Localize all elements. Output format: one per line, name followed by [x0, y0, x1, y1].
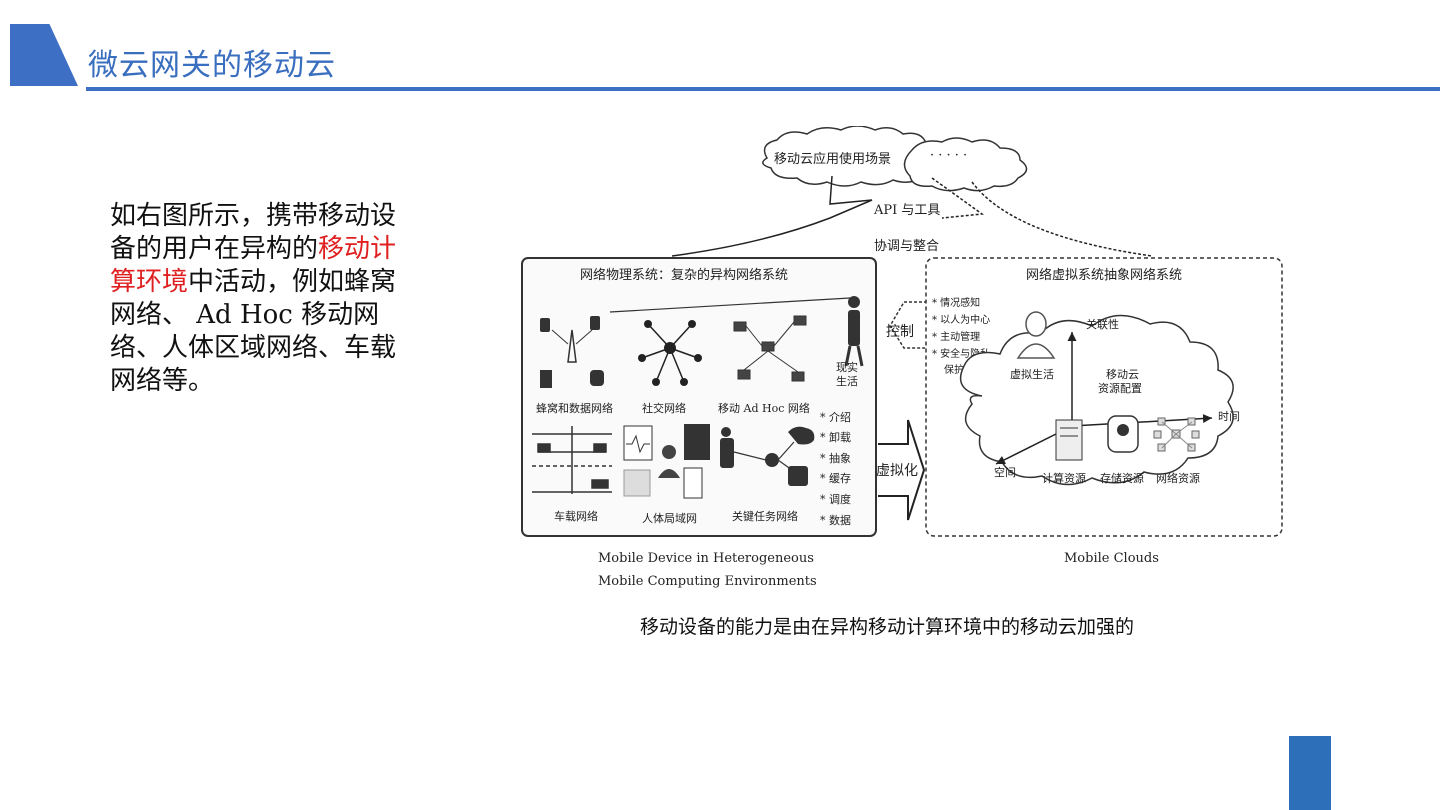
- control-label: 控制: [886, 324, 914, 340]
- title-underline: [86, 87, 1440, 91]
- relevance-axis-label: 关联性: [1086, 317, 1119, 331]
- page-title: 微云网关的移动云: [88, 40, 336, 84]
- server-icon: [1056, 420, 1082, 460]
- coordinate-dotted-line: [972, 182, 1152, 256]
- reality-label-1: 现实: [836, 360, 858, 374]
- service-item-3: * 抽象: [820, 451, 851, 465]
- title-corner-accent: [10, 24, 78, 86]
- mobile-cloud-figure: 移动云应用使用场景 · · · · · API 与工具 协调与整合 网络物理系统…: [512, 126, 1292, 596]
- resource-label-compute: 计算资源: [1042, 471, 1086, 485]
- bottom-accent-bar: [1289, 736, 1331, 810]
- reality-label-2: 生活: [836, 374, 858, 388]
- feature-item-1: * 情况感知: [932, 296, 980, 309]
- coordinate-label: 协调与整合: [874, 239, 939, 254]
- resource-center-1: 移动云: [1106, 368, 1139, 381]
- service-item-2: * 卸载: [820, 430, 851, 444]
- storage-icon: [1108, 416, 1138, 452]
- left-box-title: 网络物理系统：复杂的异构网络系统: [580, 267, 788, 283]
- virtual-life-label: 虚拟生活: [1010, 367, 1054, 381]
- api-arrow-line: [672, 176, 872, 256]
- service-item-5: * 调度: [820, 492, 851, 506]
- right-box-title: 网络虚拟系统抽象网络系统: [1026, 267, 1182, 283]
- top-cloud-dots: · · · · ·: [930, 148, 967, 163]
- network-label-body: 人体局域网: [642, 511, 697, 525]
- virtualize-label: 虚拟化: [876, 463, 918, 479]
- time-axis-label: 时间: [1218, 410, 1240, 423]
- left-caption-line-1: Mobile Device in Heterogeneous: [598, 551, 814, 566]
- service-item-1: * 介绍: [820, 410, 851, 424]
- resource-label-network: 网络资源: [1156, 471, 1200, 485]
- top-cloud: 移动云应用使用场景 · · · · ·: [763, 126, 1027, 191]
- resource-center-2: 资源配置: [1098, 381, 1142, 395]
- figure-caption: 移动设备的能力是由在异构移动计算环境中的移动云加强的: [640, 612, 1134, 639]
- left-caption-line-2: Mobile Computing Environments: [598, 574, 817, 589]
- feature-item-2: * 以人为中心: [932, 313, 990, 326]
- right-caption: Mobile Clouds: [1064, 551, 1159, 566]
- network-label-vehicle: 车载网络: [554, 509, 598, 523]
- network-label-mission: 关键任务网络: [732, 509, 798, 523]
- body-paragraph: 如右图所示，携带移动设备的用户在异构的移动计算环境中活动，例如蜂窝网络、 Ad …: [110, 200, 420, 398]
- figure-svg: 移动云应用使用场景 · · · · · API 与工具 协调与整合 网络物理系统…: [512, 126, 1292, 596]
- api-label: API 与工具: [873, 203, 940, 218]
- resource-label-storage: 存储资源: [1100, 471, 1144, 485]
- service-item-6: * 数据: [820, 513, 851, 527]
- network-label-cellular: 蜂窝和数据网络: [536, 401, 613, 415]
- network-label-social: 社交网络: [642, 401, 686, 415]
- feature-item-3: * 主动管理: [932, 330, 980, 343]
- top-cloud-label: 移动云应用使用场景: [774, 151, 891, 167]
- space-axis-label: 空间: [994, 465, 1016, 479]
- service-item-4: * 缓存: [820, 471, 851, 485]
- network-label-adhoc: 移动 Ad Hoc 网络: [718, 401, 810, 415]
